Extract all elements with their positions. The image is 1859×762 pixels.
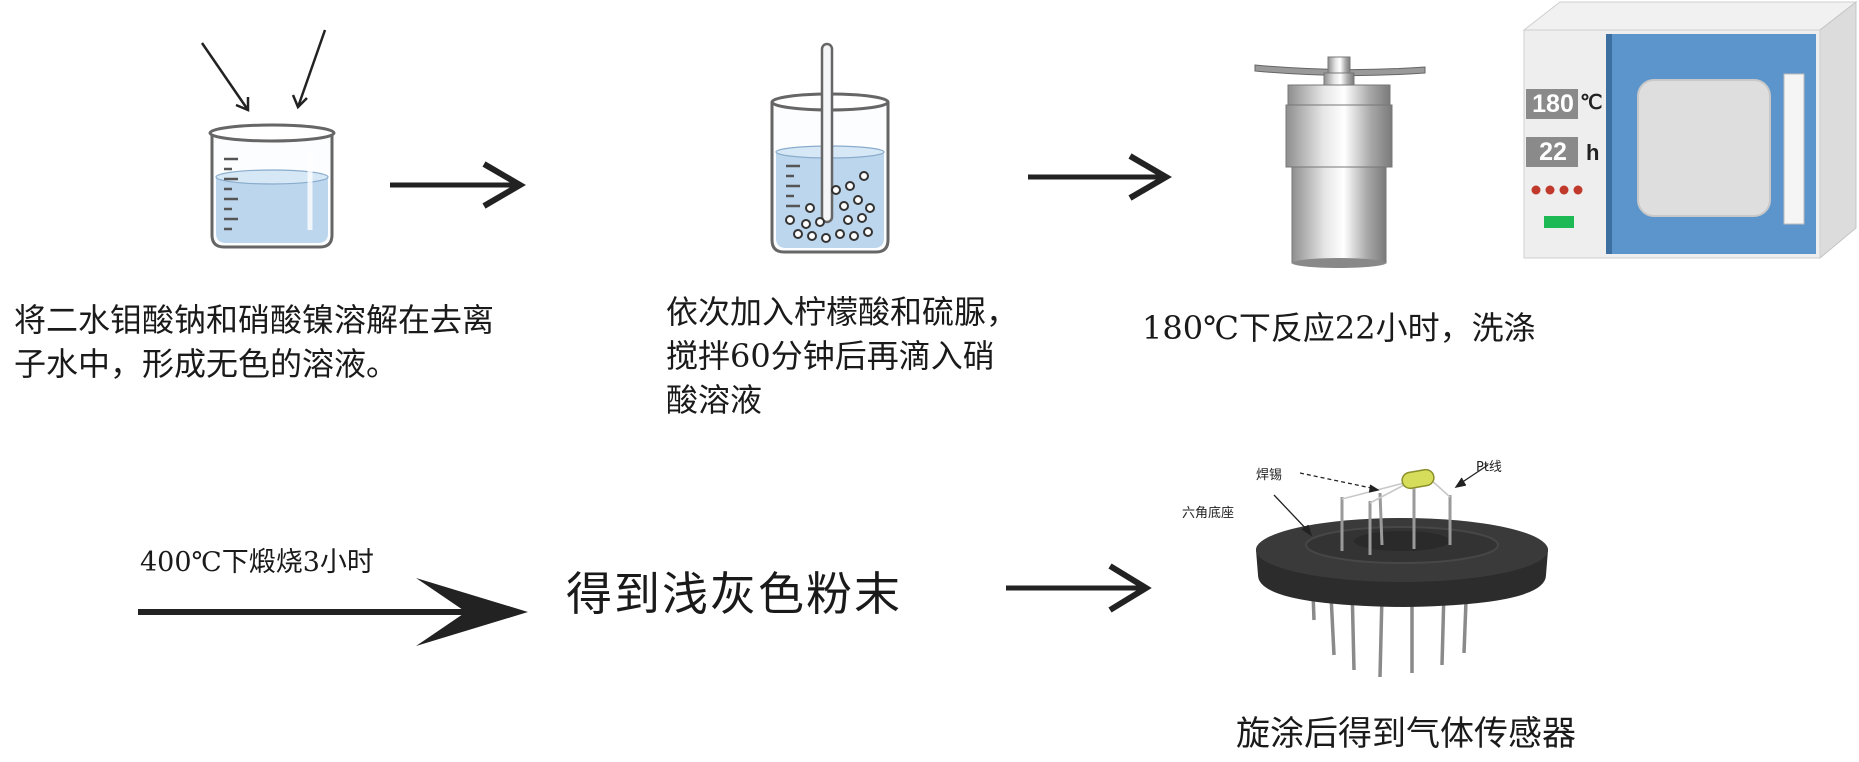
step-1-description: 将二水钼酸钠和硝酸镍溶解在去离 子水中，形成无色的溶液。 — [14, 298, 494, 386]
oven-temperature-value: 180 — [1532, 90, 1574, 118]
powder-label: 得到浅灰色粉末 — [566, 567, 902, 621]
stirring-rod — [820, 42, 834, 224]
step-2-line-2: 搅拌60分钟后再滴入硝 — [666, 337, 995, 375]
beaker-1 — [208, 123, 336, 249]
flow-arrow-2 — [1028, 153, 1172, 201]
oven-illustration — [1522, 0, 1858, 260]
incoming-arrow-right — [291, 29, 327, 110]
status-light-green — [1544, 216, 1574, 228]
step-1-line-2: 子水中，形成无色的溶液。 — [14, 345, 399, 383]
incoming-arrow-left — [200, 42, 250, 112]
long-flow-arrow — [138, 578, 528, 646]
flow-arrow-3 — [1006, 563, 1152, 613]
step-3-line-1: 180℃下反应22小时，洗涤 — [1142, 309, 1536, 347]
autoclave-illustration — [1254, 56, 1426, 268]
oven-temperature-unit: ℃ — [1580, 92, 1603, 114]
base-label: 六角底座 — [1182, 506, 1235, 521]
ceramic-tube — [1401, 468, 1435, 490]
label-leaders — [1273, 464, 1489, 537]
autoclave — [1254, 56, 1426, 268]
indicator-lights — [1531, 185, 1583, 195]
temperature-display — [1526, 89, 1578, 119]
particles — [785, 171, 875, 243]
time-display — [1526, 137, 1578, 167]
sensor-pins-top — [1340, 487, 1452, 555]
beaker-2-illustration — [770, 42, 890, 254]
flow-arrow-1 — [390, 161, 526, 209]
calcination-label: 400℃下煅烧3小时 — [140, 547, 374, 578]
beaker-1-illustration — [200, 29, 336, 249]
oven — [1522, 0, 1858, 260]
solder-label: 焊锡 — [1256, 468, 1283, 483]
sensor-caption: 旋涂后得到气体传感器 — [1236, 714, 1576, 754]
step-2-description: 依次加入柠檬酸和硫脲， 搅拌60分钟后再滴入硝 酸溶液 — [666, 290, 1018, 422]
step-2-line-3: 酸溶液 — [666, 381, 763, 419]
oven-time-value: 22 — [1539, 138, 1567, 166]
step-2-line-1: 依次加入柠檬酸和硫脲， — [666, 293, 1019, 331]
hexagonal-base — [1256, 518, 1548, 607]
step-1-line-1: 将二水钼酸钠和硝酸镍溶解在去离 — [14, 301, 495, 339]
pt-wire-label: Pt线 — [1476, 460, 1502, 475]
step-3-description: 180℃下反应22小时，洗涤 — [1142, 306, 1536, 350]
gas-sensor-illustration — [1256, 464, 1548, 678]
oven-time-unit: h — [1586, 140, 1600, 165]
